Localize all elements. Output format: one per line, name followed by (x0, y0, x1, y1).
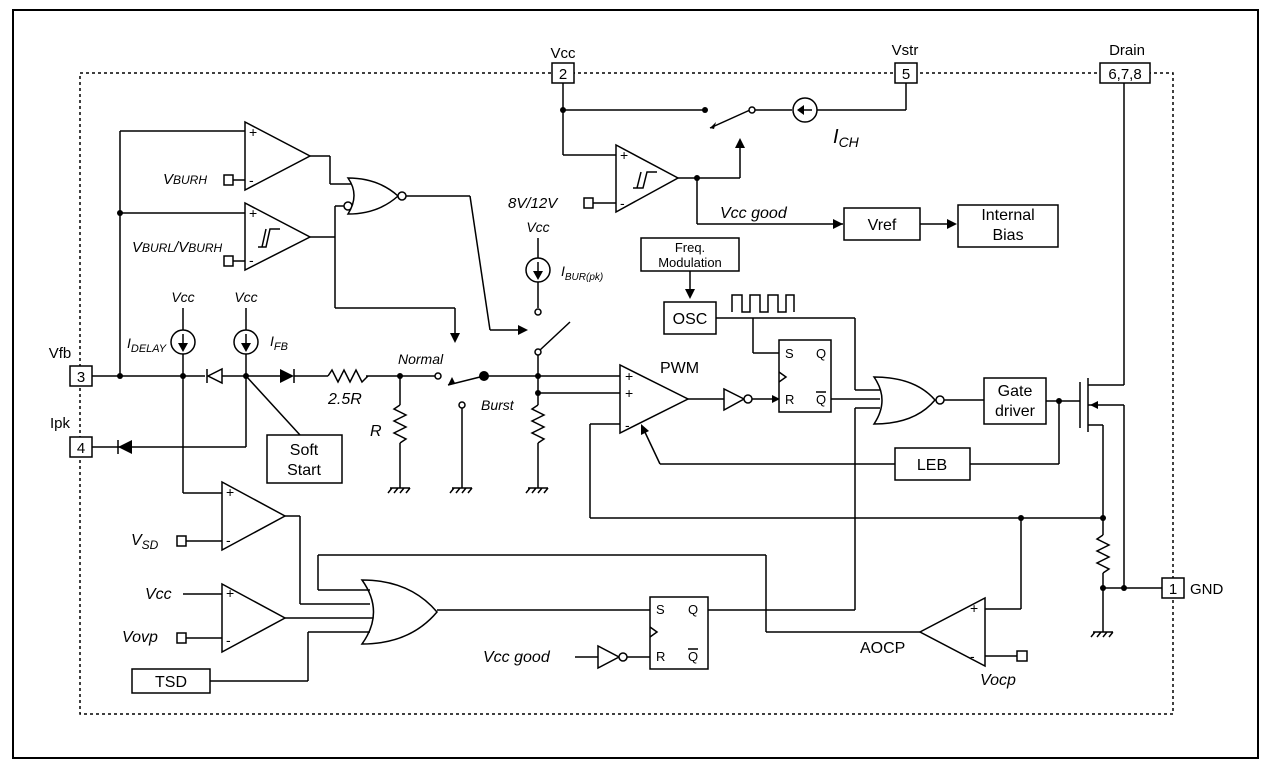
pin-drain-name: Drain (1109, 42, 1145, 59)
pin-vfb-name: Vfb (49, 345, 72, 362)
pin-vstr-number: 5 (902, 66, 910, 83)
ifb-label: IFB (270, 333, 288, 353)
r-label: R (370, 423, 382, 440)
pin-gnd: 1 GND (1161, 577, 1224, 599)
pin-gnd-name: GND (1190, 581, 1224, 598)
svg-text:Gate: Gate (998, 383, 1033, 400)
svg-text:-: - (970, 648, 975, 664)
pin-gnd-number: 1 (1169, 581, 1177, 598)
pin-vcc: Vcc 2 (550, 45, 576, 84)
svg-text:Freq.: Freq. (675, 240, 705, 255)
svg-text:OSC: OSC (673, 311, 708, 328)
vcc-ovp-label: Vcc (145, 586, 172, 603)
svg-text:-: - (249, 172, 254, 188)
svg-text:-: - (226, 532, 231, 548)
svg-text:Q: Q (688, 602, 698, 617)
svg-text:+: + (625, 385, 633, 401)
v812-label: 8V/12V (508, 195, 559, 212)
vcc-ifb-label: Vcc (234, 289, 257, 305)
pin-vcc-name: Vcc (550, 45, 576, 62)
burst-comparators: + - VBURH + - VBURL/VBURH (117, 120, 528, 379)
pin-ipk-name: Ipk (50, 415, 71, 432)
sense-resistor (1090, 534, 1162, 638)
svg-text:TSD: TSD (155, 674, 187, 691)
svg-text:Modulation: Modulation (658, 255, 722, 270)
leb-block: LEB (894, 447, 971, 481)
svg-text:+: + (249, 124, 257, 140)
vovp-label: Vovp (122, 629, 158, 646)
svg-text:-: - (226, 632, 231, 648)
vburl-label: VBURL/VBURH (132, 239, 223, 256)
pin-vstr: Vstr 5 (892, 42, 919, 84)
freq-modulation-block: Freq. Modulation (640, 237, 740, 272)
svg-text:LEB: LEB (917, 457, 947, 474)
vcc-idelay-label: Vcc (171, 289, 194, 305)
svg-text:+: + (249, 205, 257, 221)
feedback-section: Vcc IDELAY Vcc IFB 2.5R R (92, 219, 620, 494)
svg-text:Bias: Bias (992, 227, 1023, 244)
svg-text:Q: Q (816, 346, 826, 361)
svg-text:Internal: Internal (981, 207, 1034, 224)
burst-label: Burst (481, 397, 515, 413)
output-nor-gate (854, 376, 984, 610)
idelay-label: IDELAY (127, 335, 167, 355)
internal-bias-block: Internal Bias (957, 204, 1059, 248)
pin-vfb: Vfb 3 (49, 345, 93, 387)
pin-ipk: Ipk 4 (50, 415, 93, 458)
pwm-section: + + - PWM (589, 360, 1106, 521)
vcc-ibur-label: Vcc (526, 219, 549, 235)
clock-waveform-icon (731, 294, 795, 313)
svg-text:Q: Q (688, 649, 698, 664)
svg-text:+: + (226, 585, 234, 601)
outer-frame (12, 9, 1259, 759)
svg-text:-: - (249, 252, 254, 268)
vburh-label: VBURH (163, 171, 207, 188)
vref-block: Vref (843, 207, 921, 241)
pwm-latch: S R Q Q (778, 339, 832, 413)
svg-text:S: S (785, 346, 794, 361)
pin-drain: Drain 6,7,8 (1099, 42, 1151, 84)
r25-label: 2.5R (327, 391, 362, 408)
svg-text:Q: Q (816, 392, 826, 407)
normal-label: Normal (398, 351, 444, 367)
ibur-label: IBUR(pk) (561, 263, 603, 283)
svg-text:+: + (970, 600, 978, 616)
tsd-block: TSD (131, 668, 211, 694)
svg-text:-: - (620, 195, 625, 211)
vsd-label: VSD (131, 532, 159, 552)
soft-start-block: Soft Start (266, 434, 343, 484)
protection-section: + - VSD Vcc + - Vovp TSD (122, 480, 1028, 694)
svg-text:S: S (656, 602, 665, 617)
pin-vcc-number: 2 (559, 66, 567, 83)
pin-vstr-name: Vstr (892, 42, 919, 59)
pin-drain-number: 6,7,8 (1108, 66, 1141, 83)
vcc-good-label-top: Vcc good (720, 205, 788, 222)
svg-text:R: R (656, 649, 665, 664)
osc-block: OSC (663, 301, 717, 335)
vcc-good-label-bottom: Vcc good (483, 649, 551, 666)
svg-text:+: + (625, 368, 633, 384)
vocp-label: Vocp (980, 672, 1016, 689)
svg-text:R: R (785, 392, 794, 407)
pin-vfb-number: 3 (77, 369, 85, 386)
ic-boundary (79, 72, 1174, 715)
power-mosfet-icon (1079, 83, 1125, 588)
svg-text:Soft: Soft (290, 442, 319, 459)
svg-text:driver: driver (995, 403, 1036, 420)
pwm-label: PWM (660, 360, 699, 377)
aocp-label: AOCP (860, 640, 905, 657)
gate-driver-block: Gate driver (983, 377, 1047, 425)
svg-text:+: + (226, 484, 234, 500)
svg-text:Start: Start (287, 462, 321, 479)
svg-text:+: + (620, 147, 628, 163)
svg-text:-: - (625, 417, 630, 433)
startup-section: ICH + - 8V/12V Vcc good (508, 83, 907, 229)
svg-text:Vref: Vref (868, 217, 897, 234)
ich-label: ICH (833, 126, 860, 150)
pin-ipk-number: 4 (77, 440, 85, 457)
